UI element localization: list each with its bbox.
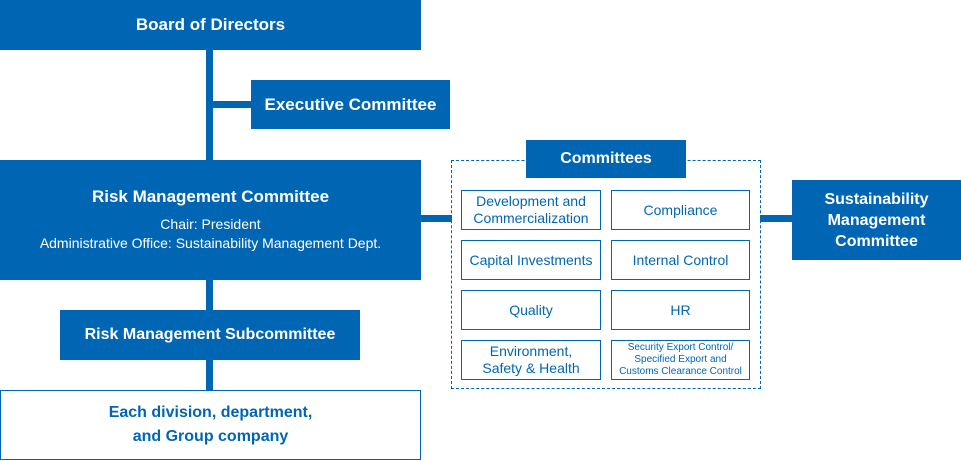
connector-risk-to-committees xyxy=(421,215,452,222)
committee-environment-line-1: Environment, xyxy=(489,343,573,359)
committee-internal-control-label: Internal Control xyxy=(632,251,729,268)
committee-security-line-1: Security Export Control/ xyxy=(627,342,734,353)
committee-capital-investments: Capital Investments xyxy=(461,240,601,280)
committee-quality-label: Quality xyxy=(509,301,553,318)
executive-committee-label: Executive Committee xyxy=(264,94,437,114)
committee-security-line-3: Customs Clearance Control xyxy=(619,366,742,377)
sustainability-line-1: Sustainability xyxy=(824,190,929,208)
risk-committee-office: Administrative Office: Sustainability Ma… xyxy=(39,235,382,251)
connector-subcommittee-to-divisions xyxy=(206,360,213,390)
committee-development-line-2: Commercialization xyxy=(473,210,589,226)
committees-title-box: Committees xyxy=(526,140,686,178)
connector-committees-to-sustainability xyxy=(760,215,792,222)
committee-compliance: Compliance xyxy=(611,190,750,230)
committee-development: Development and Commercialization xyxy=(461,190,601,230)
risk-management-subcommittee-box: Risk Management Subcommittee xyxy=(60,310,360,360)
committee-internal-control: Internal Control xyxy=(611,240,750,280)
connector-to-executive xyxy=(206,101,251,108)
sustainability-line-3: Committee xyxy=(835,232,918,250)
divisions-line-1: Each division, department, xyxy=(108,404,313,421)
committees-title: Committees xyxy=(560,150,652,167)
committee-development-line-1: Development and xyxy=(476,193,586,209)
risk-committee-title: Risk Management Committee xyxy=(91,187,330,206)
sustainability-management-committee-box: Sustainability Management Committee xyxy=(792,180,961,260)
committee-environment-safety-health: Environment, Safety & Health xyxy=(461,340,601,380)
committee-quality: Quality xyxy=(461,290,601,330)
divisions-line-2: and Group company xyxy=(132,428,289,445)
risk-subcommittee-label: Risk Management Subcommittee xyxy=(84,326,336,343)
committee-hr: HR xyxy=(611,290,750,330)
committee-compliance-label: Compliance xyxy=(643,201,718,218)
board-of-directors-box: Board of Directors xyxy=(0,0,421,50)
sustainability-line-2: Management xyxy=(827,211,926,229)
risk-committee-chair: Chair: President xyxy=(160,216,261,232)
committee-capital-investments-label: Capital Investments xyxy=(469,251,593,268)
committee-environment-line-2: Safety & Health xyxy=(482,360,580,376)
risk-management-committee-box: Risk Management Committee Chair: Preside… xyxy=(0,160,421,280)
committee-security-export-control: Security Export Control/ Specified Expor… xyxy=(611,340,750,380)
committee-hr-label: HR xyxy=(670,301,691,318)
committee-security-line-2: Specified Export and xyxy=(634,354,727,365)
connector-risk-to-subcommittee xyxy=(206,279,213,310)
board-of-directors-label: Board of Directors xyxy=(135,15,286,34)
executive-committee-box: Executive Committee xyxy=(251,80,450,129)
divisions-box: Each division, department, and Group com… xyxy=(0,390,421,460)
